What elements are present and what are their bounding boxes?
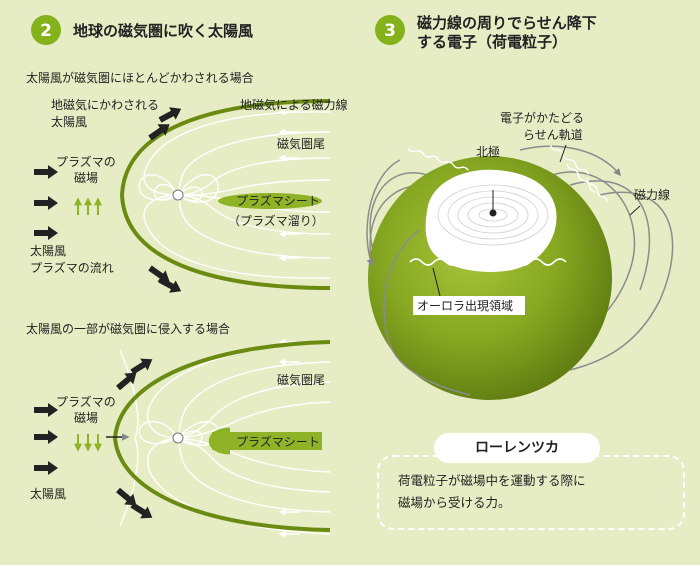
top-solar-wind-label-1: 太陽風 xyxy=(30,243,66,258)
top-plasma-sheet-label: プラズマシート xyxy=(236,193,320,208)
north-pole-label: 北極 xyxy=(476,144,500,159)
field-lines-leader xyxy=(629,205,641,216)
bottom-earth xyxy=(172,432,184,444)
top-magnetopause xyxy=(119,99,331,290)
top-magnetotail-label: 磁気圏尾 xyxy=(277,136,325,151)
aurora-leader xyxy=(432,267,441,297)
spiral-orbits xyxy=(407,144,609,203)
top-plasma-field-label-1: プラズマの xyxy=(56,154,116,169)
top-deflected-label-2: 太陽風 xyxy=(51,114,87,129)
top-plasma-sheet xyxy=(218,193,322,209)
top-plasma-field-arrows xyxy=(74,197,102,215)
section-3-number: 3 xyxy=(384,21,396,41)
bottom-plasma-hook xyxy=(208,427,231,455)
aurora-label-bg xyxy=(413,296,525,315)
section-2-number: 2 xyxy=(40,21,52,41)
bottom-plasma-field-label-1: プラズマの xyxy=(56,394,116,409)
bottom-solar-wind-label: 太陽風 xyxy=(30,486,66,501)
bottom-plasma-sheet-label: プラズマシート xyxy=(236,434,320,449)
definition-line-1: 荷電粒子が磁場中を運動する際に xyxy=(398,473,586,488)
top-solar-wind-arrows xyxy=(34,165,58,240)
electron-label-2: らせん軌道 xyxy=(523,127,583,142)
top-plasma-field-label-2: 磁場 xyxy=(74,170,98,185)
definition-line-2: 磁場から受ける力。 xyxy=(398,495,511,510)
north-pole-dot xyxy=(489,209,497,217)
definition-text: 荷電粒子が磁場中を運動する際に 磁場から受ける力。 xyxy=(398,470,678,514)
section-3-badge xyxy=(375,15,405,45)
bottom-solar-wind-arrows xyxy=(34,403,58,475)
electron-leader xyxy=(559,144,567,163)
globe-field-lines-front xyxy=(366,145,621,396)
bottom-caption: 太陽風の一部が磁気圏に侵入する場合 xyxy=(26,321,230,336)
polar-cap-rings xyxy=(437,184,549,246)
bottom-plasma-field-arrows xyxy=(74,434,102,452)
top-plasma-reservoir-label: （プラズマ溜り） xyxy=(228,213,324,228)
bottom-magnetopause xyxy=(112,340,331,532)
bottom-plasma-sheet xyxy=(212,432,322,450)
aurora-label: オーロラ出現領域 xyxy=(417,298,513,313)
field-lines-label: 磁力線 xyxy=(634,187,670,202)
bottom-plasma-field-label-2: 磁場 xyxy=(74,410,98,425)
bottom-magnetotail-label: 磁気圏尾 xyxy=(277,372,325,387)
top-caption: 太陽風が磁気圏にほとんどかわされる場合 xyxy=(26,70,254,85)
top-earth xyxy=(172,189,184,201)
top-solar-wind-label-2: プラズマの流れ xyxy=(30,260,114,275)
top-field-lines-label: 地磁気による磁力線 xyxy=(240,97,348,112)
definition-title: ローレンツカ xyxy=(434,433,600,463)
electron-label-1: 電子がかたどる xyxy=(500,110,584,125)
section-3-title-1: 磁力線の周りでらせん降下 xyxy=(417,14,597,32)
top-deflected-label-1: 地磁気にかわされる xyxy=(51,97,159,112)
section-2-badge xyxy=(31,15,61,45)
section-2-title: 地球の磁気圏に吹く太陽風 xyxy=(73,22,253,40)
aurora-ring xyxy=(409,258,567,266)
section-3-title-2: する電子（荷電粒子） xyxy=(417,33,567,51)
